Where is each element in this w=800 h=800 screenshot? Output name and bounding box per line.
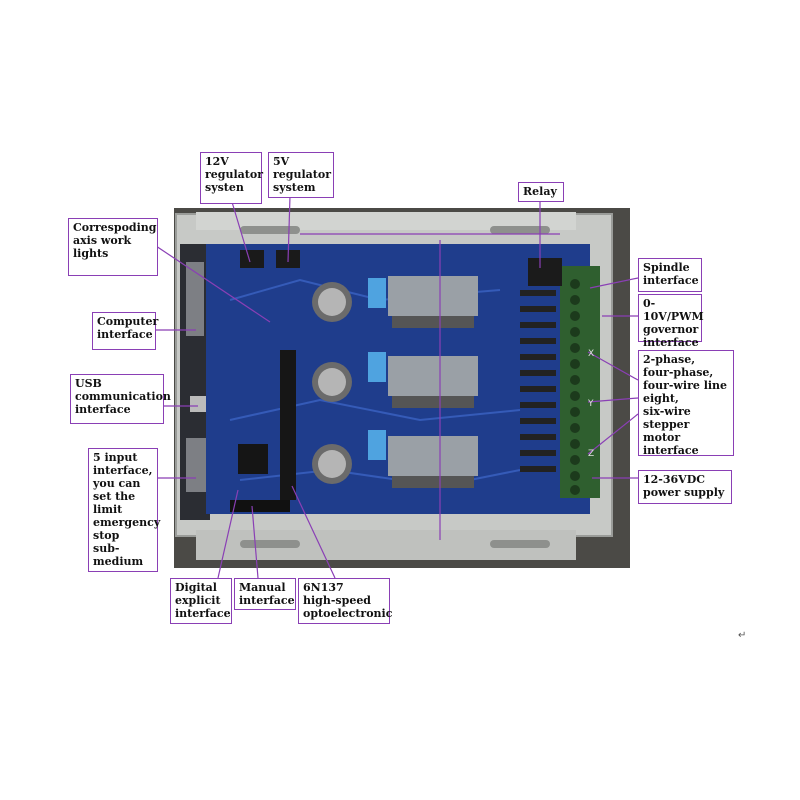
usb-port (190, 396, 206, 412)
axis-mark-y: Y (587, 399, 594, 409)
leader-line (231, 201, 251, 263)
input-connector (186, 438, 206, 492)
axis-mark-x: X (588, 349, 594, 359)
dip-switch (368, 430, 386, 460)
callout-computer-interface: Computer interface (92, 312, 158, 350)
bottom-header (230, 500, 290, 512)
callout-governor-interface: 0-10V/PWM governor interface (638, 294, 704, 349)
leader-line (587, 397, 639, 403)
callout-digital-interface: Digital explicit interface (170, 578, 232, 624)
relay-component (528, 258, 562, 286)
capacitor (312, 362, 352, 402)
axis-mark-z: Z (588, 449, 594, 459)
callout-axis-work-lights: Correspoding axis work lights (68, 218, 158, 276)
callout-manual-interface: Manual interface (234, 578, 296, 610)
driver-chip-z (388, 436, 478, 488)
leader-line (287, 195, 291, 263)
leader-line (589, 277, 639, 289)
callout-optoelectronic: 6N137 high-speed optoelectronic (298, 578, 392, 624)
leader-line (587, 351, 639, 381)
capacitor (312, 282, 352, 322)
regulator-12v-part (240, 250, 264, 268)
terminal-strip (560, 266, 600, 498)
callout-stepper-interface: 2-phase, four-phase, four-wire line eigh… (638, 350, 734, 457)
callout-input-interface: 5 input interface, you can set the limit… (88, 448, 160, 572)
enclosure-slot (490, 540, 550, 548)
callout-power-supply: 12-36VDC power supply (638, 470, 732, 504)
dip-switch (368, 278, 386, 308)
enclosure-slot (490, 226, 550, 234)
enclosure-top-flange (196, 212, 576, 230)
dip-switch (368, 352, 386, 382)
leader-line (291, 485, 336, 579)
driver-chip-y (388, 356, 478, 408)
optocoupler-column (280, 350, 296, 500)
callout-5v-regulator: 5V regulator system (268, 152, 334, 198)
db25-connector (186, 262, 204, 336)
leader-line (217, 489, 239, 579)
driver-chip-x (388, 276, 478, 328)
return-mark: ↵ (738, 630, 747, 641)
callout-12v-regulator: 12V regulator systen (200, 152, 263, 204)
callout-usb-interface: USB communication interface (70, 374, 171, 424)
leader-line (155, 245, 271, 323)
leader-line (251, 505, 259, 579)
leader-line (587, 413, 639, 455)
callout-relay: Relay (518, 182, 564, 202)
enclosure-slot (240, 226, 300, 234)
microcontroller (238, 444, 268, 474)
terminal-screws (570, 279, 580, 495)
diode-array (520, 290, 556, 472)
callout-spindle-interface: Spindle interface (638, 258, 702, 292)
enclosure-slot (240, 540, 300, 548)
board-trace (229, 398, 521, 422)
capacitor (312, 444, 352, 484)
